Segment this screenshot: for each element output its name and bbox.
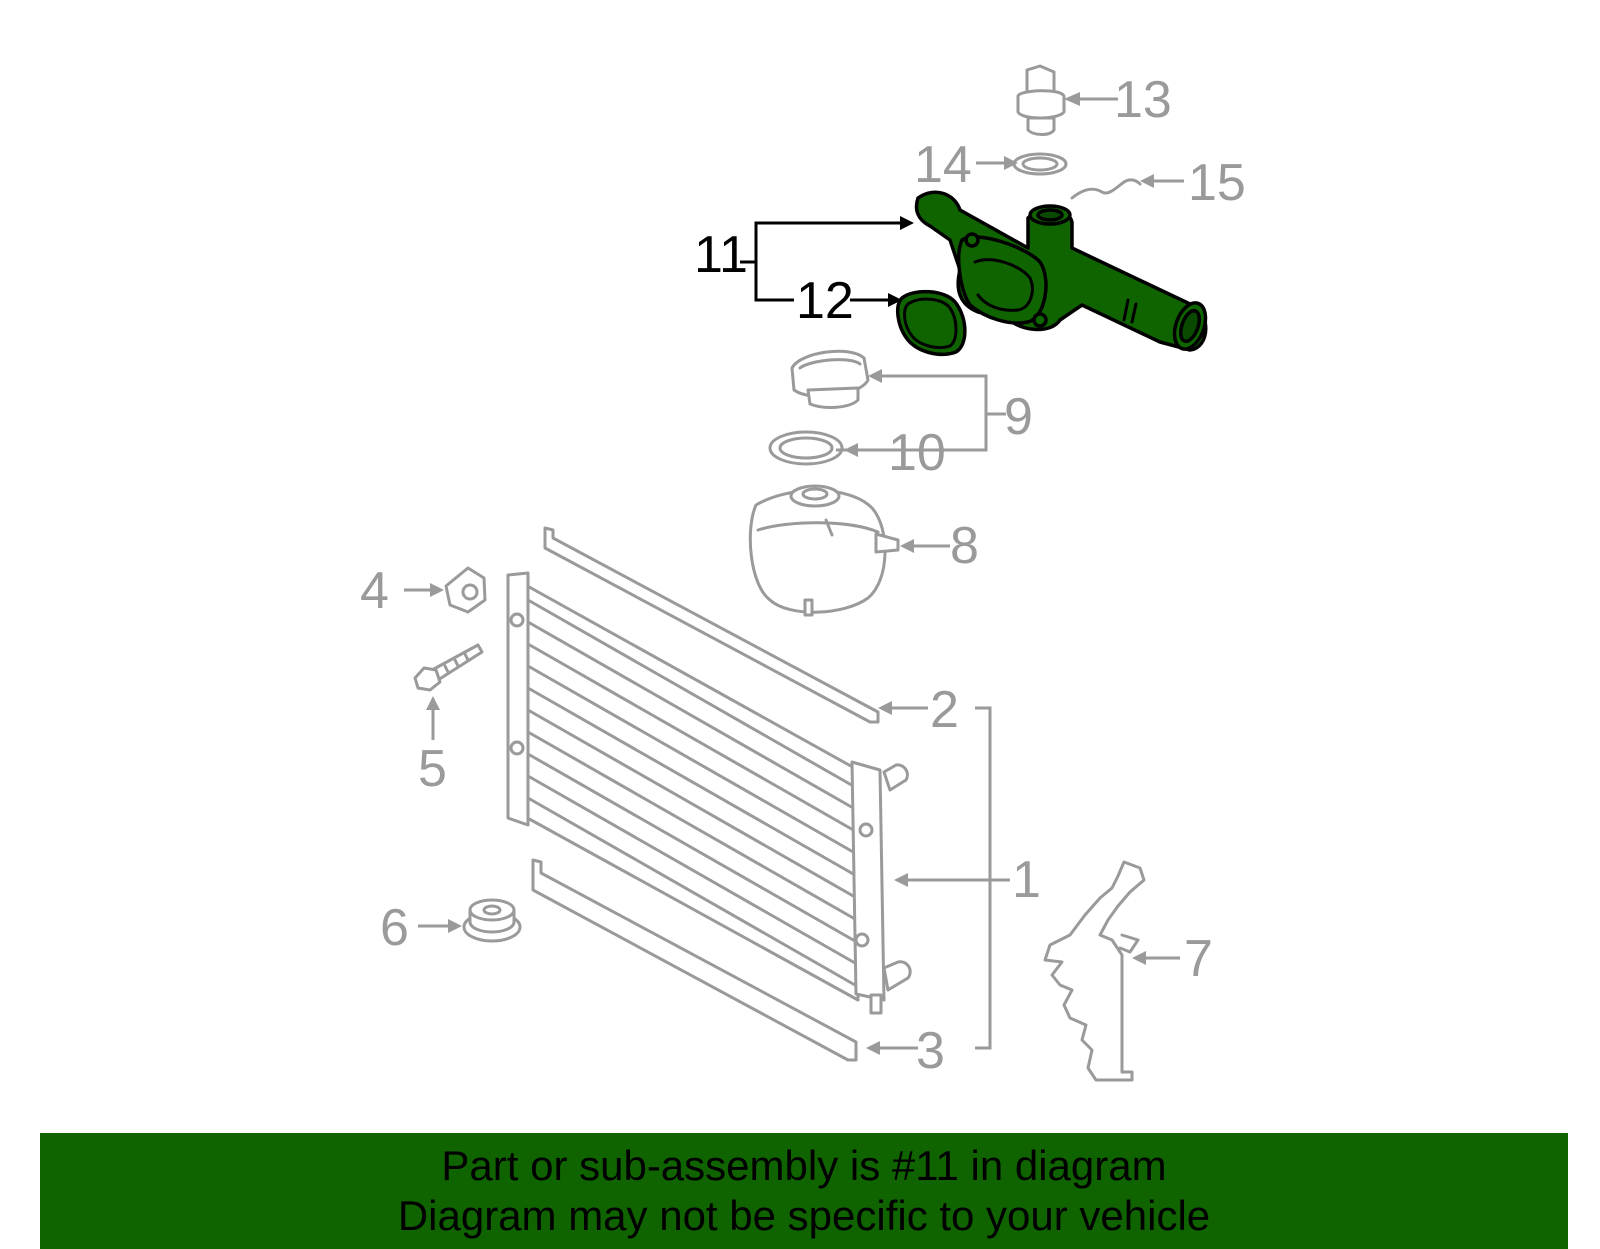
o-ring-part-14	[1012, 152, 1068, 176]
callout-3: 3	[916, 1022, 945, 1080]
leader-lines	[404, 92, 1184, 1055]
callout-6: 6	[380, 899, 409, 957]
lower-seal-part-3	[531, 858, 858, 1062]
plug-part-13	[1016, 64, 1066, 136]
callout-8: 8	[950, 517, 979, 575]
callout-2: 2	[930, 681, 959, 739]
callout-10: 10	[888, 424, 946, 482]
radiator-fins	[526, 598, 857, 987]
gasket-part-12	[896, 289, 967, 357]
reservoir-part-8	[748, 484, 900, 617]
bracket-part-7	[1043, 860, 1146, 1082]
radiator-part-1	[506, 571, 912, 1015]
callout-4: 4	[360, 562, 389, 620]
coolant-flange-part-11	[914, 190, 1208, 352]
banner-line-part-info: Part or sub-assembly is #11 in diagram	[441, 1142, 1167, 1189]
callout-11: 11	[694, 226, 748, 284]
leader-lines-highlight	[740, 216, 914, 307]
clip-part-15	[1070, 178, 1142, 200]
footer-banner: Part or sub-assembly is #11 in diagram D…	[40, 1133, 1568, 1249]
callout-13: 13	[1114, 71, 1172, 129]
callout-14: 14	[914, 136, 972, 194]
bolt-part-5	[413, 643, 484, 692]
callout-7: 7	[1184, 930, 1213, 988]
callout-12: 12	[796, 272, 854, 330]
callout-1: 1	[1012, 851, 1041, 909]
mount-part-4	[444, 566, 487, 614]
upper-seal-part-2	[543, 526, 880, 724]
grommet-part-6	[462, 898, 522, 943]
callout-15: 15	[1188, 154, 1246, 212]
seal-ring-part-10	[768, 430, 844, 466]
cap-part-9	[790, 349, 870, 409]
callout-5: 5	[418, 740, 447, 798]
banner-line-disclaimer: Diagram may not be specific to your vehi…	[397, 1192, 1211, 1239]
callout-9: 9	[1004, 388, 1033, 446]
